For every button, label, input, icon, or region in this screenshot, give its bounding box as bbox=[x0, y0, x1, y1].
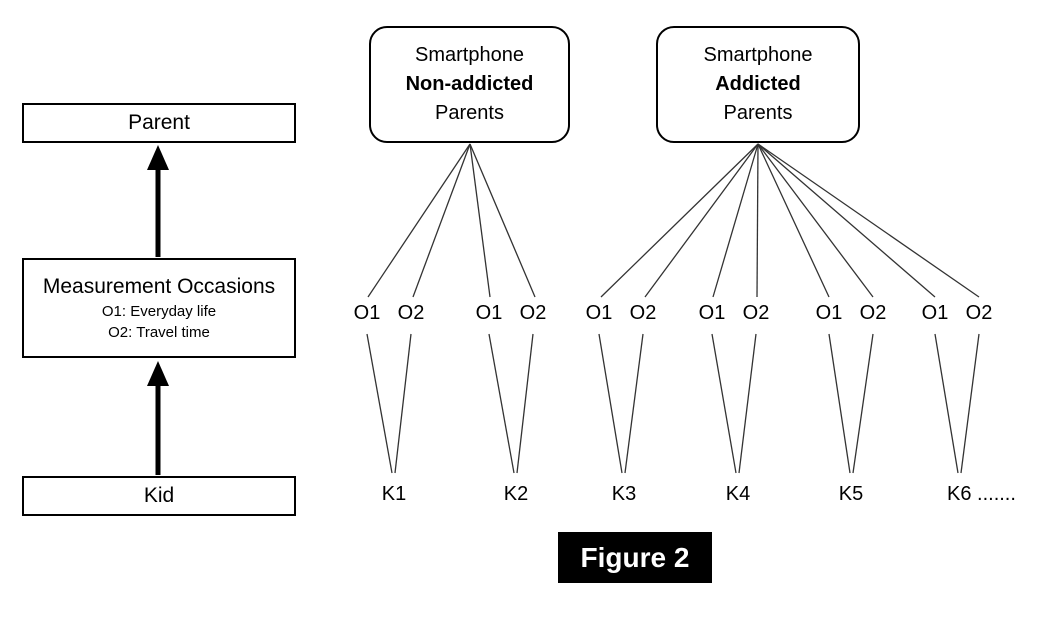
figure-caption-text: Figure 2 bbox=[580, 541, 690, 573]
group-line-emphasis: Addicted bbox=[715, 73, 801, 95]
non-addicted-fan-lines bbox=[367, 143, 536, 298]
occasion-label-k3-o2: O2 bbox=[629, 302, 657, 324]
occasion-label-k2-o1: O1 bbox=[475, 302, 503, 324]
fan-line bbox=[469, 143, 536, 298]
group-box-addicted-parents: Smartphone Addicted Parents bbox=[656, 26, 860, 143]
fan-line bbox=[757, 143, 874, 298]
occasion-label-k5-o2: O2 bbox=[859, 302, 887, 324]
arrowhead-icon bbox=[147, 361, 169, 386]
occasion-label-k1-o1: O1 bbox=[353, 302, 381, 324]
parent-box: Parent bbox=[22, 103, 296, 143]
occasion-to-kid-lines bbox=[366, 333, 980, 474]
v-line bbox=[366, 333, 393, 474]
group-line: Smartphone bbox=[703, 44, 813, 66]
v-line bbox=[828, 333, 851, 474]
v-line bbox=[624, 333, 644, 474]
fan-line bbox=[469, 143, 491, 298]
fan-line bbox=[644, 143, 759, 298]
v-line bbox=[934, 333, 959, 474]
fan-line bbox=[757, 143, 980, 298]
occasion-label-k1-o2: O2 bbox=[397, 302, 425, 324]
measurement-title: Measurement Occasions bbox=[42, 275, 276, 298]
group-line-emphasis: Non-addicted bbox=[405, 73, 534, 95]
fan-line bbox=[600, 143, 759, 298]
fan-line bbox=[757, 143, 936, 298]
kid-label-k1: K1 bbox=[381, 483, 407, 505]
fan-line bbox=[412, 143, 471, 298]
kid-box: Kid bbox=[22, 476, 296, 516]
group-box-non-addicted-parents: Smartphone Non-addicted Parents bbox=[369, 26, 570, 143]
kid-label-k2: K2 bbox=[503, 483, 529, 505]
arrowhead-icon bbox=[147, 145, 169, 170]
occasion-label-k3-o1: O1 bbox=[585, 302, 613, 324]
fan-line bbox=[757, 143, 830, 298]
occasion-label-k4-o1: O1 bbox=[698, 302, 726, 324]
fan-line bbox=[712, 143, 759, 298]
occasion-label-k4-o2: O2 bbox=[742, 302, 770, 324]
kid-label-k5: K5 bbox=[838, 483, 864, 505]
occasion-label-k6-o1: O1 bbox=[921, 302, 949, 324]
group-line: Parents bbox=[723, 102, 793, 124]
v-line bbox=[488, 333, 515, 474]
v-line bbox=[738, 333, 757, 474]
kid-box-label: Kid bbox=[143, 484, 175, 507]
occasion-label-k5-o1: O1 bbox=[815, 302, 843, 324]
measurement-occasion-1: O1: Everyday life bbox=[101, 303, 217, 320]
measurement-occasions-box: Measurement Occasions O1: Everyday life … bbox=[22, 258, 296, 358]
kid-label-k3: K3 bbox=[611, 483, 637, 505]
v-line bbox=[394, 333, 412, 474]
kid-label-k4: K4 bbox=[725, 483, 751, 505]
group-line: Parents bbox=[435, 102, 504, 124]
measurement-occasion-2: O2: Travel time bbox=[108, 324, 210, 341]
occasion-label-k6-o2: O2 bbox=[965, 302, 993, 324]
v-line bbox=[960, 333, 980, 474]
fan-line bbox=[756, 143, 759, 298]
occasion-label-k2-o2: O2 bbox=[519, 302, 547, 324]
figure-caption: Figure 2 bbox=[558, 532, 712, 583]
fan-line bbox=[367, 143, 471, 298]
v-line bbox=[598, 333, 623, 474]
v-line bbox=[516, 333, 534, 474]
kid-to-measurement-arrow bbox=[147, 361, 169, 475]
kid-label-k6: K6 ....... bbox=[947, 483, 1016, 505]
parent-box-label: Parent bbox=[128, 111, 190, 134]
v-line bbox=[711, 333, 737, 474]
measurement-to-parent-arrow bbox=[147, 145, 169, 257]
addicted-fan-lines bbox=[600, 143, 980, 298]
v-line bbox=[852, 333, 874, 474]
group-line: Smartphone bbox=[415, 44, 524, 66]
